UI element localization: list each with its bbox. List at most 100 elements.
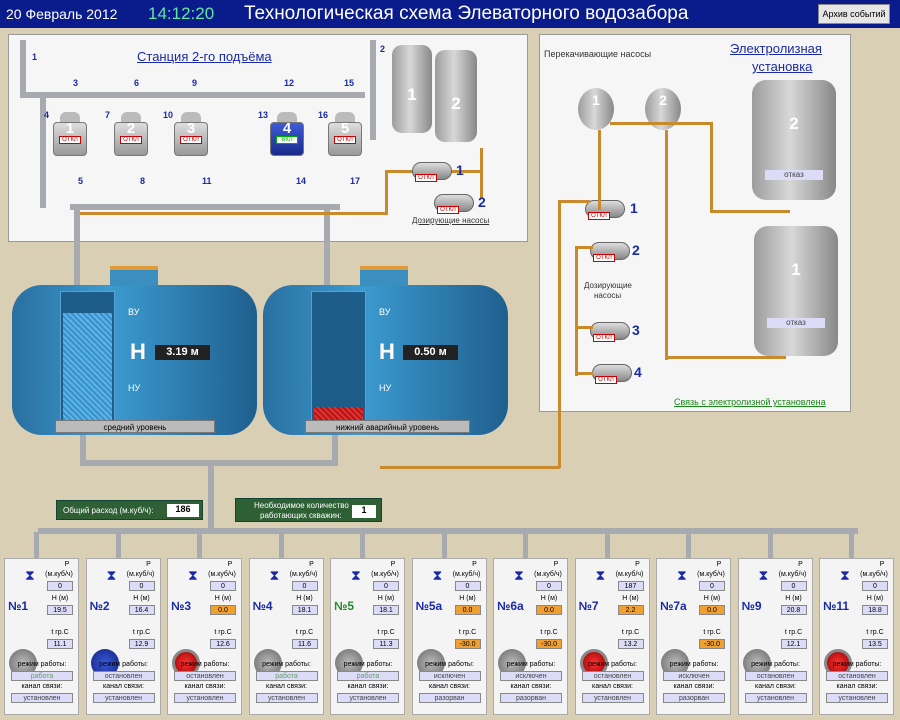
p-label: P: [798, 561, 803, 568]
header-bar: 20 Февраль 2012 14:12:20 Технологическая…: [0, 0, 900, 28]
valve-icon[interactable]: ⧗: [25, 567, 35, 583]
p-value: 0: [47, 581, 73, 591]
pipe-chem: [710, 210, 790, 213]
mode-label: режим работы:: [669, 661, 719, 668]
t-value: -30.0: [699, 639, 725, 649]
valve-icon[interactable]: ⧗: [106, 567, 117, 583]
header-time: 14:12:20: [148, 4, 215, 23]
station-tank-1: 1: [392, 45, 432, 133]
valve-icon[interactable]: ⧗: [677, 567, 687, 583]
pipe: [441, 532, 447, 560]
h-value: 0.0: [536, 605, 562, 615]
p-value: 0: [699, 581, 725, 591]
electro-dosing-pump-3[interactable]: ОТКЛ: [590, 322, 630, 344]
well-name: №5а: [415, 599, 443, 613]
mode-value: остановлен: [744, 671, 807, 681]
link-status: Связь с электролизной установлена: [674, 397, 826, 407]
valve-icon[interactable]: ⧗: [188, 567, 198, 583]
dosing-pumps-label-2: насосы: [594, 291, 622, 300]
pipe: [74, 210, 80, 292]
valve-label: 12: [284, 78, 295, 88]
reservoir-2-nu: НУ: [379, 383, 392, 393]
t-label: t гр.С: [621, 629, 640, 636]
well-name: №7: [578, 599, 599, 613]
pump-status: ВКЛ: [276, 136, 298, 144]
t-value: 13.2: [617, 639, 644, 649]
channel-label: канал связи:: [266, 683, 307, 690]
p-label: P: [553, 561, 559, 568]
pipe: [360, 532, 365, 560]
channel-value: установлен: [744, 693, 807, 703]
well-name: №4: [252, 599, 273, 613]
valve-icon[interactable]: ⧗: [758, 567, 769, 583]
valve-label: 2: [380, 44, 386, 54]
h-label: H (м): [214, 595, 232, 602]
valve-icon[interactable]: ⧗: [351, 567, 361, 583]
reservoir-2-level-fill: [314, 406, 363, 422]
tank-status: отказ: [764, 170, 824, 180]
header-date: 20 Февраль 2012: [6, 6, 118, 22]
mode-label: режим работы:: [751, 661, 800, 668]
station-dosing-pump-2[interactable]: ОТКЛ: [434, 194, 474, 216]
p-value: 0: [128, 581, 155, 591]
p-label: P: [716, 561, 722, 568]
pump-status: ОТКЛ: [334, 136, 356, 144]
pipe: [849, 532, 854, 560]
valve-icon[interactable]: ⧗: [595, 567, 606, 583]
h-value: 18.1: [373, 605, 399, 615]
p-value: 0: [862, 581, 888, 591]
electro-dosing-pump-1[interactable]: ОТКЛ: [585, 200, 625, 222]
h-value: 18.1: [291, 605, 318, 615]
valve-icon[interactable]: ⧗: [514, 567, 524, 583]
p-unit: (м.куб/ч): [126, 571, 155, 578]
pipe: [70, 204, 340, 210]
pipe-chem: [666, 356, 786, 359]
well-name: №2: [89, 599, 110, 613]
pump-status: ОТКЛ: [120, 136, 142, 144]
archive-button[interactable]: Архив событий: [818, 4, 890, 24]
electro-dosing-pump-2[interactable]: ОТКЛ: [590, 242, 630, 264]
mode-label: режим работы:: [99, 661, 148, 668]
reservoir-1-level-value: 3.19 м: [155, 345, 210, 360]
t-label: t гр.С: [214, 629, 232, 636]
p-label: P: [390, 561, 396, 568]
p-value: 0: [373, 581, 399, 591]
t-value: 11.6: [291, 639, 318, 649]
p-unit: (м.куб/ч): [615, 571, 644, 578]
valve-icon[interactable]: ⧗: [840, 567, 850, 583]
reservoir-1-level-well: [60, 291, 115, 425]
p-value: 0: [291, 581, 318, 591]
electro-dosing-pump-4[interactable]: ОТКЛ: [592, 364, 632, 386]
mode-value: остановлен: [92, 671, 155, 681]
valve-icon[interactable]: ⧗: [432, 567, 443, 583]
mode-value: остановлен: [826, 671, 888, 681]
station-dosing-pump-1[interactable]: ОТКЛ: [412, 162, 452, 184]
valve-label: 11: [202, 176, 212, 186]
valve-label: 10: [163, 110, 174, 120]
valve-icon[interactable]: ⧗: [269, 567, 280, 583]
h-value: 18.8: [862, 605, 888, 615]
channel-label: канал связи:: [347, 683, 389, 690]
transfer-pump-1[interactable]: 1: [578, 88, 614, 130]
mode-label: режим работы:: [343, 661, 393, 668]
reservoir-1-label: средний уровень: [55, 420, 215, 433]
channel-value: установлен: [826, 693, 888, 703]
transfer-pumps-label: Перекачивающие насосы: [544, 49, 652, 59]
t-value: -30.0: [454, 639, 481, 649]
